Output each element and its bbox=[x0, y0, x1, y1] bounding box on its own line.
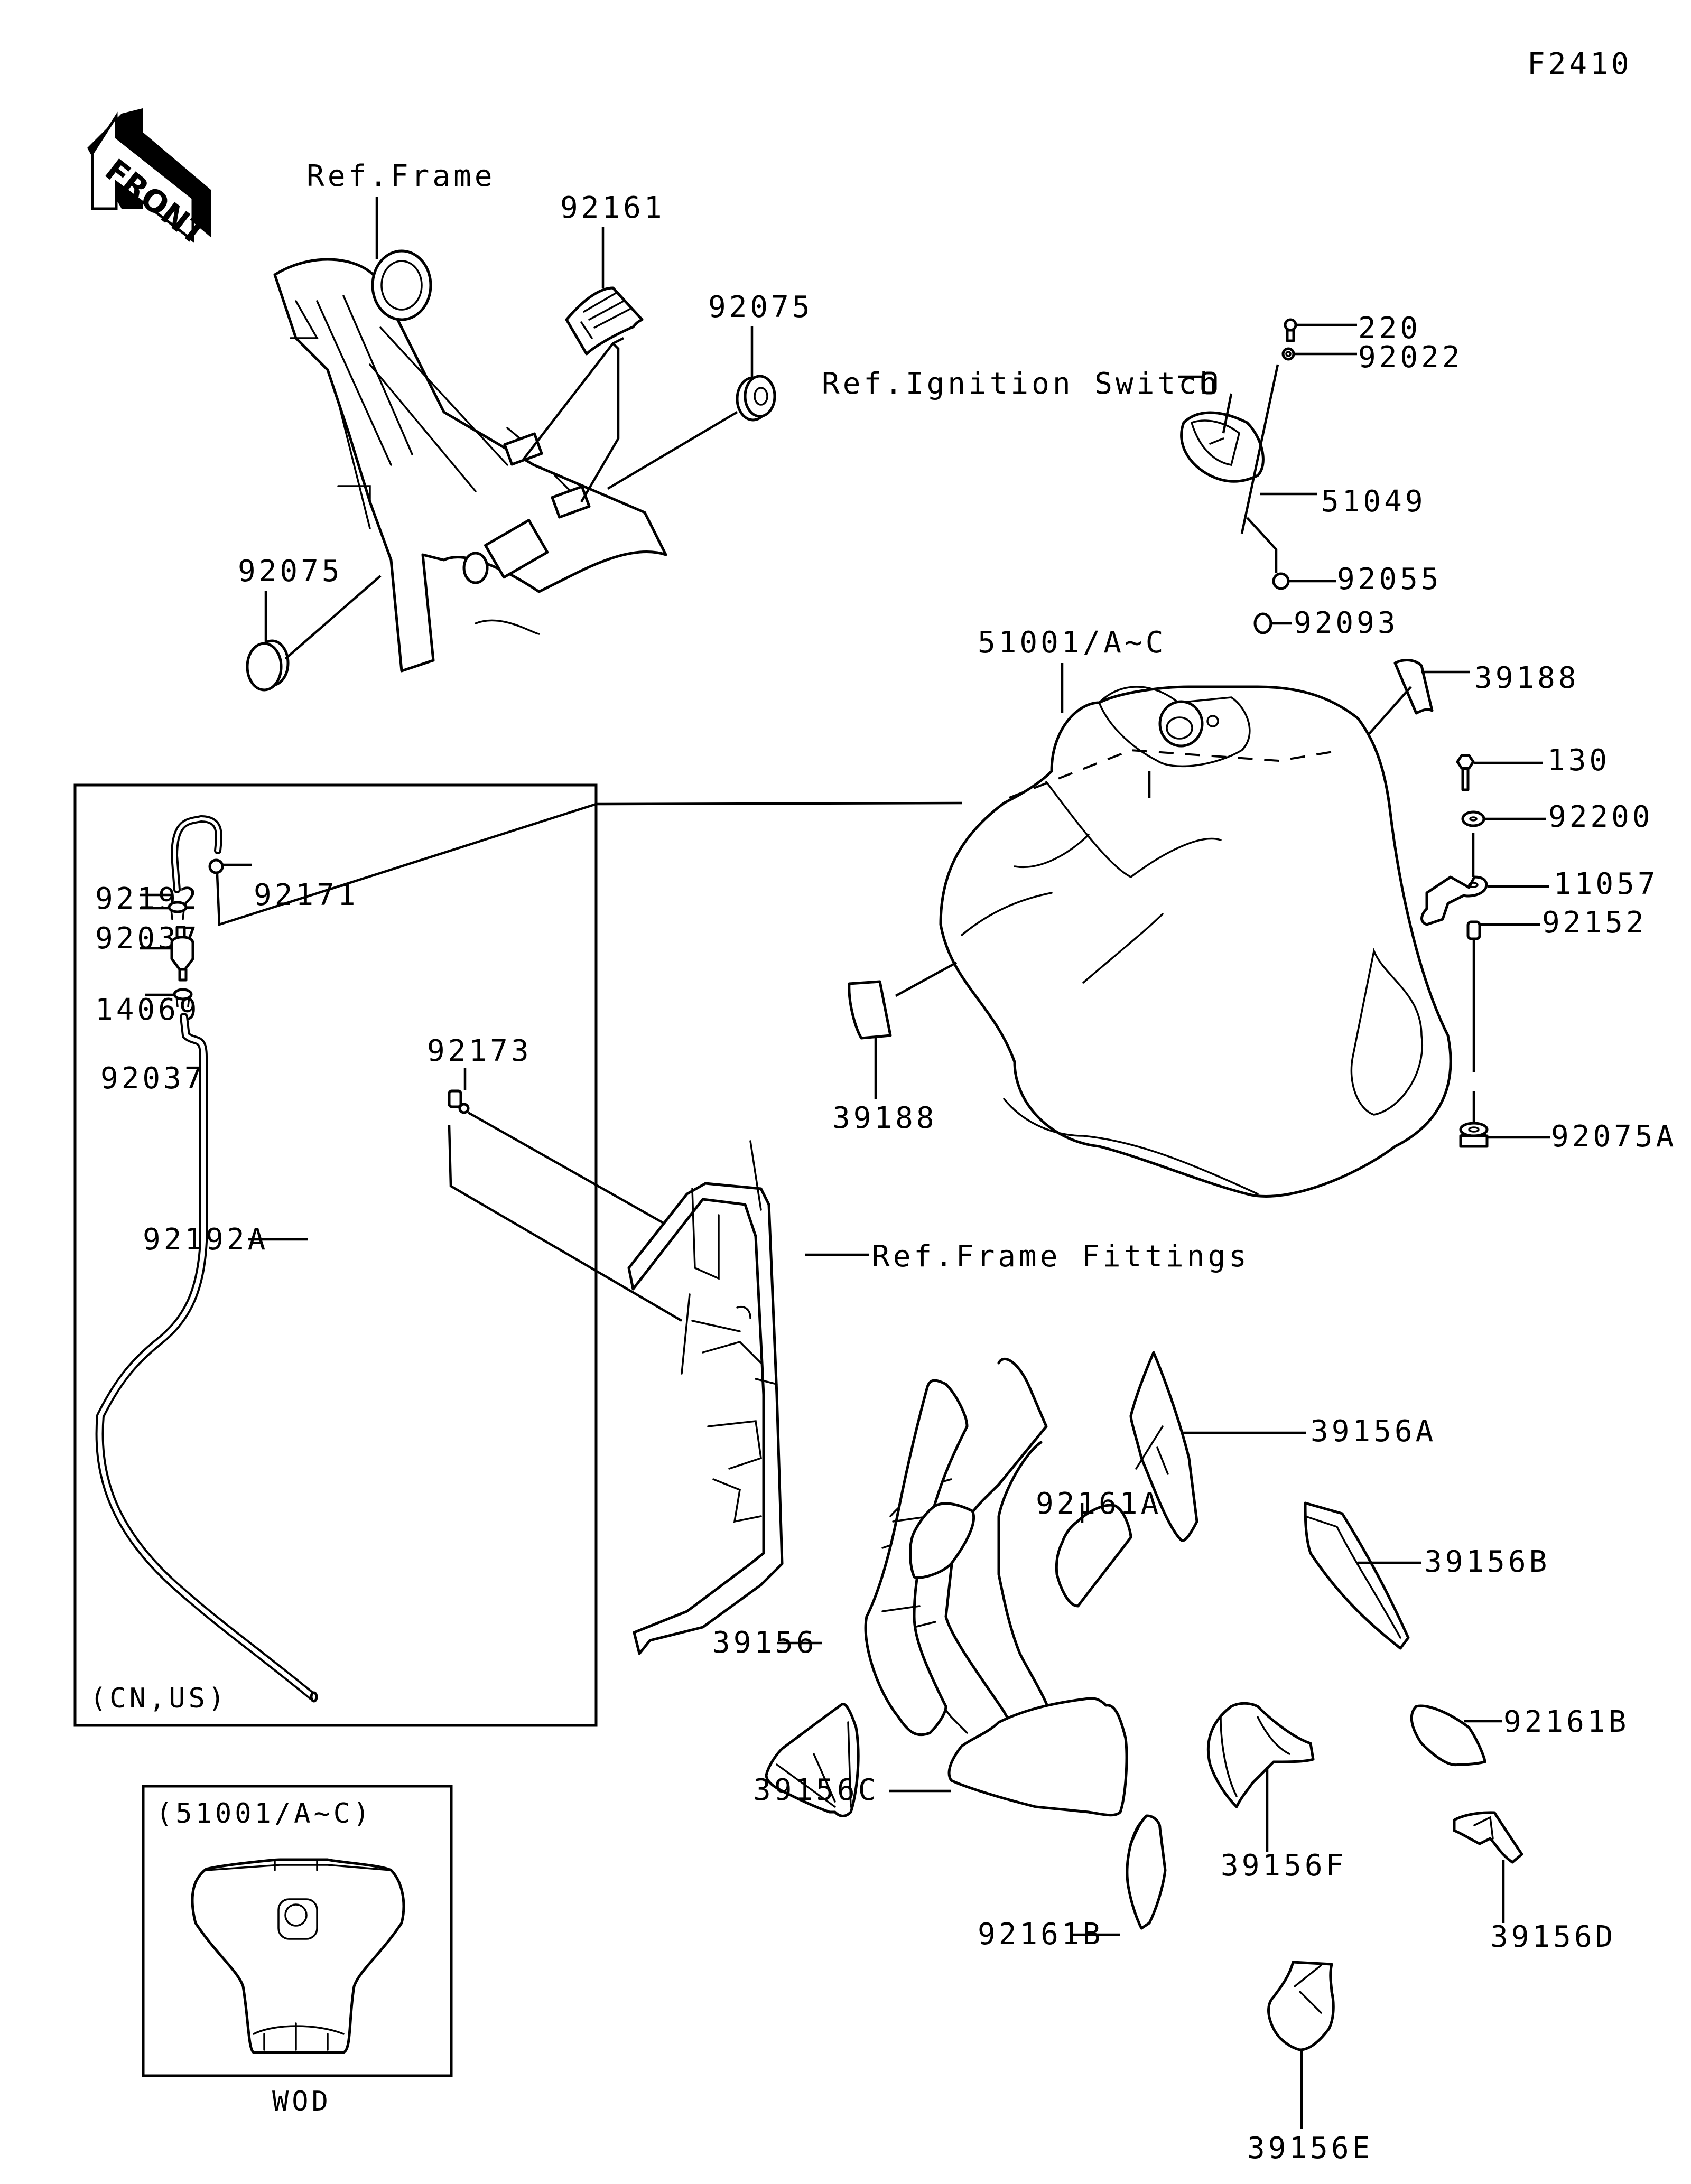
label-51001: 51001/A~C bbox=[978, 626, 1166, 660]
inset-wod-part-label: (51001/A~C) bbox=[156, 1798, 373, 1830]
label-92173: 92173 bbox=[427, 1034, 532, 1068]
label-92075A: 92075A bbox=[1551, 1119, 1677, 1154]
label-39188-top: 39188 bbox=[1474, 661, 1579, 695]
inset-cn-us-box bbox=[73, 783, 598, 1727]
part-92037-upper[interactable] bbox=[168, 901, 188, 920]
part-92161B-right[interactable] bbox=[1410, 1704, 1486, 1767]
part-39156D[interactable] bbox=[1453, 1811, 1523, 1864]
label-92161: 92161 bbox=[560, 191, 665, 225]
label-92055: 92055 bbox=[1337, 562, 1442, 596]
part-39156F[interactable] bbox=[1206, 1702, 1315, 1808]
pad-39156C-shape bbox=[947, 1697, 1128, 1817]
part-92022[interactable] bbox=[1281, 347, 1295, 361]
label-92022: 92022 bbox=[1358, 340, 1463, 375]
part-11057[interactable] bbox=[1420, 875, 1488, 926]
part-92075-upper[interactable] bbox=[736, 375, 776, 422]
label-92200: 92200 bbox=[1548, 800, 1653, 834]
part-92152[interactable] bbox=[1466, 920, 1481, 940]
part-92075-lower[interactable] bbox=[246, 639, 290, 692]
label-220: 220 bbox=[1358, 311, 1421, 346]
label-92192A: 92192A bbox=[143, 1222, 268, 1257]
part-92075A[interactable] bbox=[1459, 1122, 1489, 1148]
part-130[interactable] bbox=[1456, 754, 1475, 791]
label-130: 130 bbox=[1547, 743, 1610, 778]
ref-frame-fittings-label: Ref.Frame Fittings bbox=[872, 1239, 1250, 1274]
label-92161B-right: 92161B bbox=[1503, 1705, 1629, 1739]
label-39156F: 39156F bbox=[1221, 1849, 1346, 1883]
part-92055[interactable] bbox=[1272, 572, 1290, 590]
part-92171[interactable] bbox=[208, 858, 224, 874]
label-92075-upper: 92075 bbox=[708, 290, 813, 324]
label-92152: 92152 bbox=[1542, 906, 1647, 940]
pad-92161A-shape bbox=[1055, 1504, 1132, 1608]
frame-fittings-drawing bbox=[627, 1140, 784, 1655]
part-92037-lower[interactable] bbox=[173, 988, 193, 1007]
part-92173[interactable] bbox=[448, 1089, 470, 1114]
ref-frame-label: Ref.Frame bbox=[306, 159, 495, 193]
part-14069[interactable] bbox=[170, 926, 194, 982]
frame-drawing bbox=[273, 249, 667, 673]
label-39188-side: 39188 bbox=[832, 1101, 937, 1135]
part-39188-side[interactable] bbox=[848, 980, 892, 1040]
part-39156E[interactable] bbox=[1267, 1961, 1335, 2051]
label-92161A: 92161A bbox=[1036, 1487, 1162, 1521]
inset-cn-us-label: (CN,US) bbox=[90, 1683, 228, 1714]
part-92161[interactable] bbox=[565, 286, 644, 356]
pad-92161B-lower-shape bbox=[1126, 1814, 1167, 1930]
part-39156A[interactable] bbox=[1129, 1351, 1198, 1542]
part-39188-top[interactable] bbox=[1393, 659, 1434, 715]
label-92093: 92093 bbox=[1294, 606, 1399, 640]
part-220[interactable] bbox=[1284, 318, 1297, 342]
part-92200[interactable] bbox=[1461, 810, 1485, 827]
part-92192[interactable] bbox=[171, 815, 222, 893]
part-39156C[interactable] bbox=[765, 1703, 860, 1817]
figure-code: F2410 bbox=[1527, 47, 1632, 81]
label-92075-lower: 92075 bbox=[238, 554, 343, 589]
ignition-switch-screw bbox=[1201, 371, 1217, 395]
label-51049: 51049 bbox=[1321, 484, 1426, 519]
label-39156D: 39156D bbox=[1490, 1920, 1616, 1954]
fuel-tank-top-view bbox=[191, 1858, 405, 2054]
label-39156A: 39156A bbox=[1311, 1414, 1436, 1449]
label-39156E: 39156E bbox=[1247, 2131, 1373, 2166]
part-39156B[interactable] bbox=[1304, 1501, 1410, 1650]
label-39156C: 39156C bbox=[753, 1773, 879, 1807]
inset-wod-box bbox=[142, 1785, 453, 2077]
label-39156B: 39156B bbox=[1424, 1545, 1550, 1579]
front-arrow-icon: FRONT bbox=[87, 108, 213, 253]
label-92037-lower: 92037 bbox=[100, 1061, 206, 1096]
part-92161A[interactable] bbox=[909, 1502, 975, 1579]
fuel-tank-51001[interactable] bbox=[939, 685, 1452, 1198]
ref-ignition-switch-label: Ref.Ignition Switch bbox=[822, 367, 1221, 401]
part-51049[interactable] bbox=[1180, 411, 1265, 483]
label-11057: 11057 bbox=[1554, 867, 1659, 901]
inset-wod-caption: WOD bbox=[272, 2086, 331, 2117]
label-92171: 92171 bbox=[254, 878, 359, 912]
part-92192A[interactable] bbox=[95, 1013, 318, 1703]
part-92093[interactable] bbox=[1253, 612, 1272, 634]
